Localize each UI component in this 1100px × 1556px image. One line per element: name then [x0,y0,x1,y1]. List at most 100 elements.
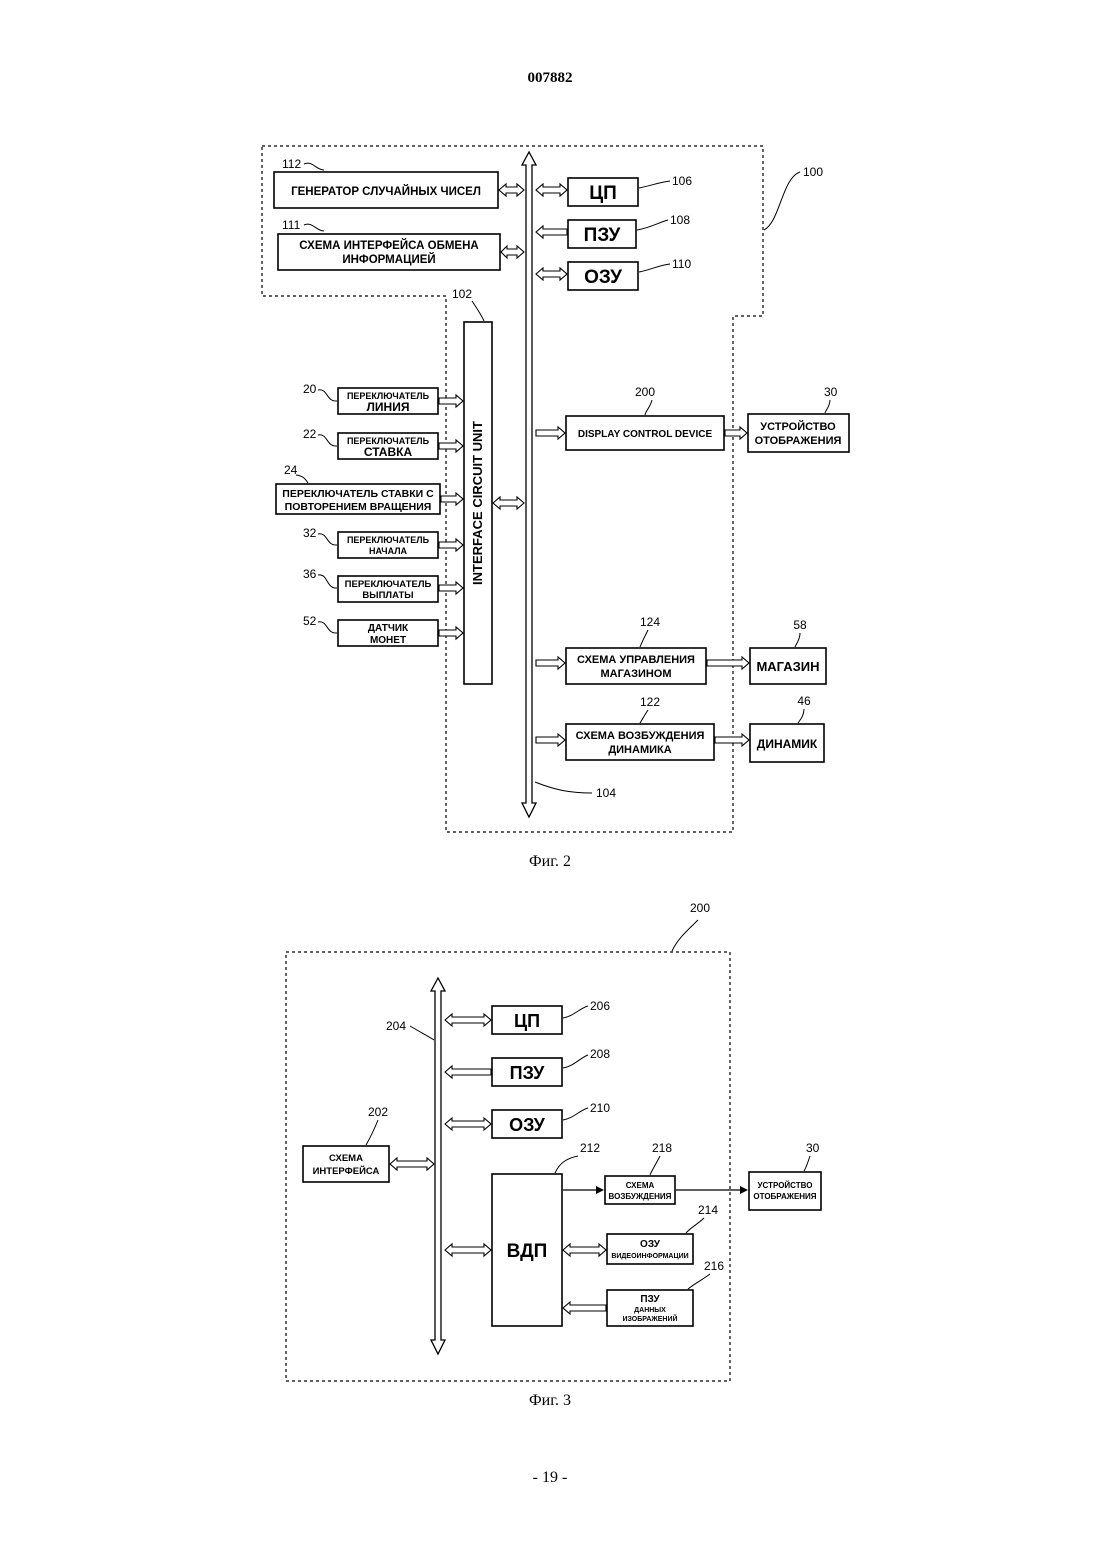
page-number: - 19 - [533,1469,568,1486]
display-label-2: ОТОБРАЖЕНИЯ [755,435,842,447]
comm-label-line1: СХЕМА ИНТЕРФЕЙСА ОБМЕНА [299,239,478,252]
lead-line [472,301,484,321]
ref-102: 102 [452,287,472,301]
double-arrow [563,1244,606,1256]
lead-line [645,400,652,415]
arrow-to-display [725,427,747,439]
ref-52: 52 [303,614,317,628]
lead-line [563,1108,588,1120]
hopper-control-label-2: МАГАЗИНОМ [600,668,671,680]
speaker-label: ДИНАМИК [757,737,818,751]
interface-label-1: СХЕМА [329,1153,363,1164]
lead-line [764,172,800,230]
speaker-driver-label-1: СХЕМА ВОЗБУЖДЕНИЯ [576,730,705,742]
video-bus [431,978,445,1354]
double-arrow [390,1158,434,1170]
ref-204: 204 [386,1019,406,1033]
start-switch-label-2: НАЧАЛА [369,546,408,556]
ref-200: 200 [635,385,655,399]
ref-36: 36 [303,567,317,581]
ref-30: 30 [824,385,838,399]
ref-200-fig3: 200 [690,901,710,915]
ref-58: 58 [793,618,807,632]
ref-208: 208 [590,1047,610,1061]
figure-2: 100 104 ГЕНЕРАТОР СЛУЧАЙНЫХ ЧИСЕЛ 112 СХ… [262,146,849,870]
ref-202: 202 [368,1105,388,1119]
rom-label: ПЗУ [584,225,621,246]
bet-switch-label-2: СТАВКА [364,445,413,459]
arrowhead [740,1186,748,1194]
double-arrow [445,1014,491,1026]
figure-2-caption: Фиг. 2 [529,853,571,870]
arrow-to-bus [445,1066,491,1078]
figure-3: 200 204 ЦП 206 ПЗУ 208 ОЗУ 210 СХЕМА ИНТ… [286,901,821,1409]
arrow-to-icu [439,582,463,594]
arrow-to-icu [439,440,463,452]
lead-line [563,1055,588,1068]
lead-line [535,782,592,793]
bet-repeat-switch-label-1: ПЕРЕКЛЮЧАТЕЛЬ СТАВКИ С [282,488,434,500]
ref-218: 218 [652,1141,672,1155]
image-rom-label-2: ДАННЫХ [634,1307,666,1314]
lead-line [366,1120,378,1145]
lead-line [296,475,308,483]
arrow-to-hopper [707,657,749,669]
lead-line [672,920,698,951]
arrow-from-bus [536,734,565,746]
drive-circuit-label-1: СХЕМА [626,1181,655,1190]
lead-line [640,710,648,723]
lead-line [318,390,337,401]
lead-line [318,575,337,588]
ref-110: 110 [672,257,691,271]
double-arrow [501,246,524,258]
lead-line [304,163,324,170]
lead-line [825,400,830,413]
display-label-1: УСТРОЙСТВО [760,420,836,433]
ref-214: 214 [698,1203,718,1217]
lead-line [650,1156,660,1175]
payout-switch-label-1: ПЕРЕКЛЮЧАТЕЛЬ [345,579,432,590]
arrow-from-bus [536,427,565,439]
arrow-to-icu [439,539,463,551]
image-rom-label-3: ИЗОБРАЖЕНИЙ [622,1314,677,1323]
ref-32: 32 [303,526,317,540]
lead-line [688,1274,710,1289]
video-ram-label: ОЗУ [509,1115,546,1135]
arrow-to-vdp [563,1302,606,1314]
bet-repeat-switch-label-2: ПОВТОРЕНИЕМ ВРАЩЕНИЯ [285,501,432,513]
cpu-label: ЦП [589,183,617,204]
display-fig3-label-1: УСТРОЙСТВО [758,1181,813,1190]
arrow-from-bus [536,657,565,669]
comm-label-line2: ИНФОРМАЦИЕЙ [342,253,435,266]
lead-line [639,264,670,272]
lead-line [640,630,648,647]
display-device-block-fig3 [749,1172,821,1210]
interface-label-2: ИНТЕРФЕЙСА [313,1165,380,1177]
ram-label: ОЗУ [584,267,622,288]
lead-line [804,1156,810,1171]
arrow-to-icu [439,627,463,639]
video-memory-label-1: ОЗУ [640,1239,661,1250]
lead-line [637,220,668,230]
speaker-driver-label-2: ДИНАМИКА [608,744,671,756]
display-fig3-label-2: ОТОБРАЖЕНИЯ [753,1192,816,1201]
arrow-to-icu [441,493,463,505]
ref-210: 210 [590,1101,610,1115]
ref-212: 212 [580,1141,600,1155]
double-arrow [493,497,524,509]
coin-sensor-label-1: ДАТЧИК [368,623,409,634]
rng-label: ГЕНЕРАТОР СЛУЧАЙНЫХ ЧИСЕЛ [291,185,481,198]
ref-216: 216 [704,1259,724,1273]
double-arrow [536,268,567,280]
ref-104: 104 [596,786,616,800]
double-arrow [445,1244,491,1256]
lead-line [686,1218,704,1233]
ref-24: 24 [284,463,298,477]
lead-line [318,622,337,633]
ref-206: 206 [590,999,610,1013]
icu-label: INTERFACE CIRCUIT UNIT [470,421,485,585]
arrow-to-bus [536,226,567,238]
payout-switch-label-2: ВЫПЛАТЫ [362,590,413,601]
ref-46: 46 [797,694,811,708]
